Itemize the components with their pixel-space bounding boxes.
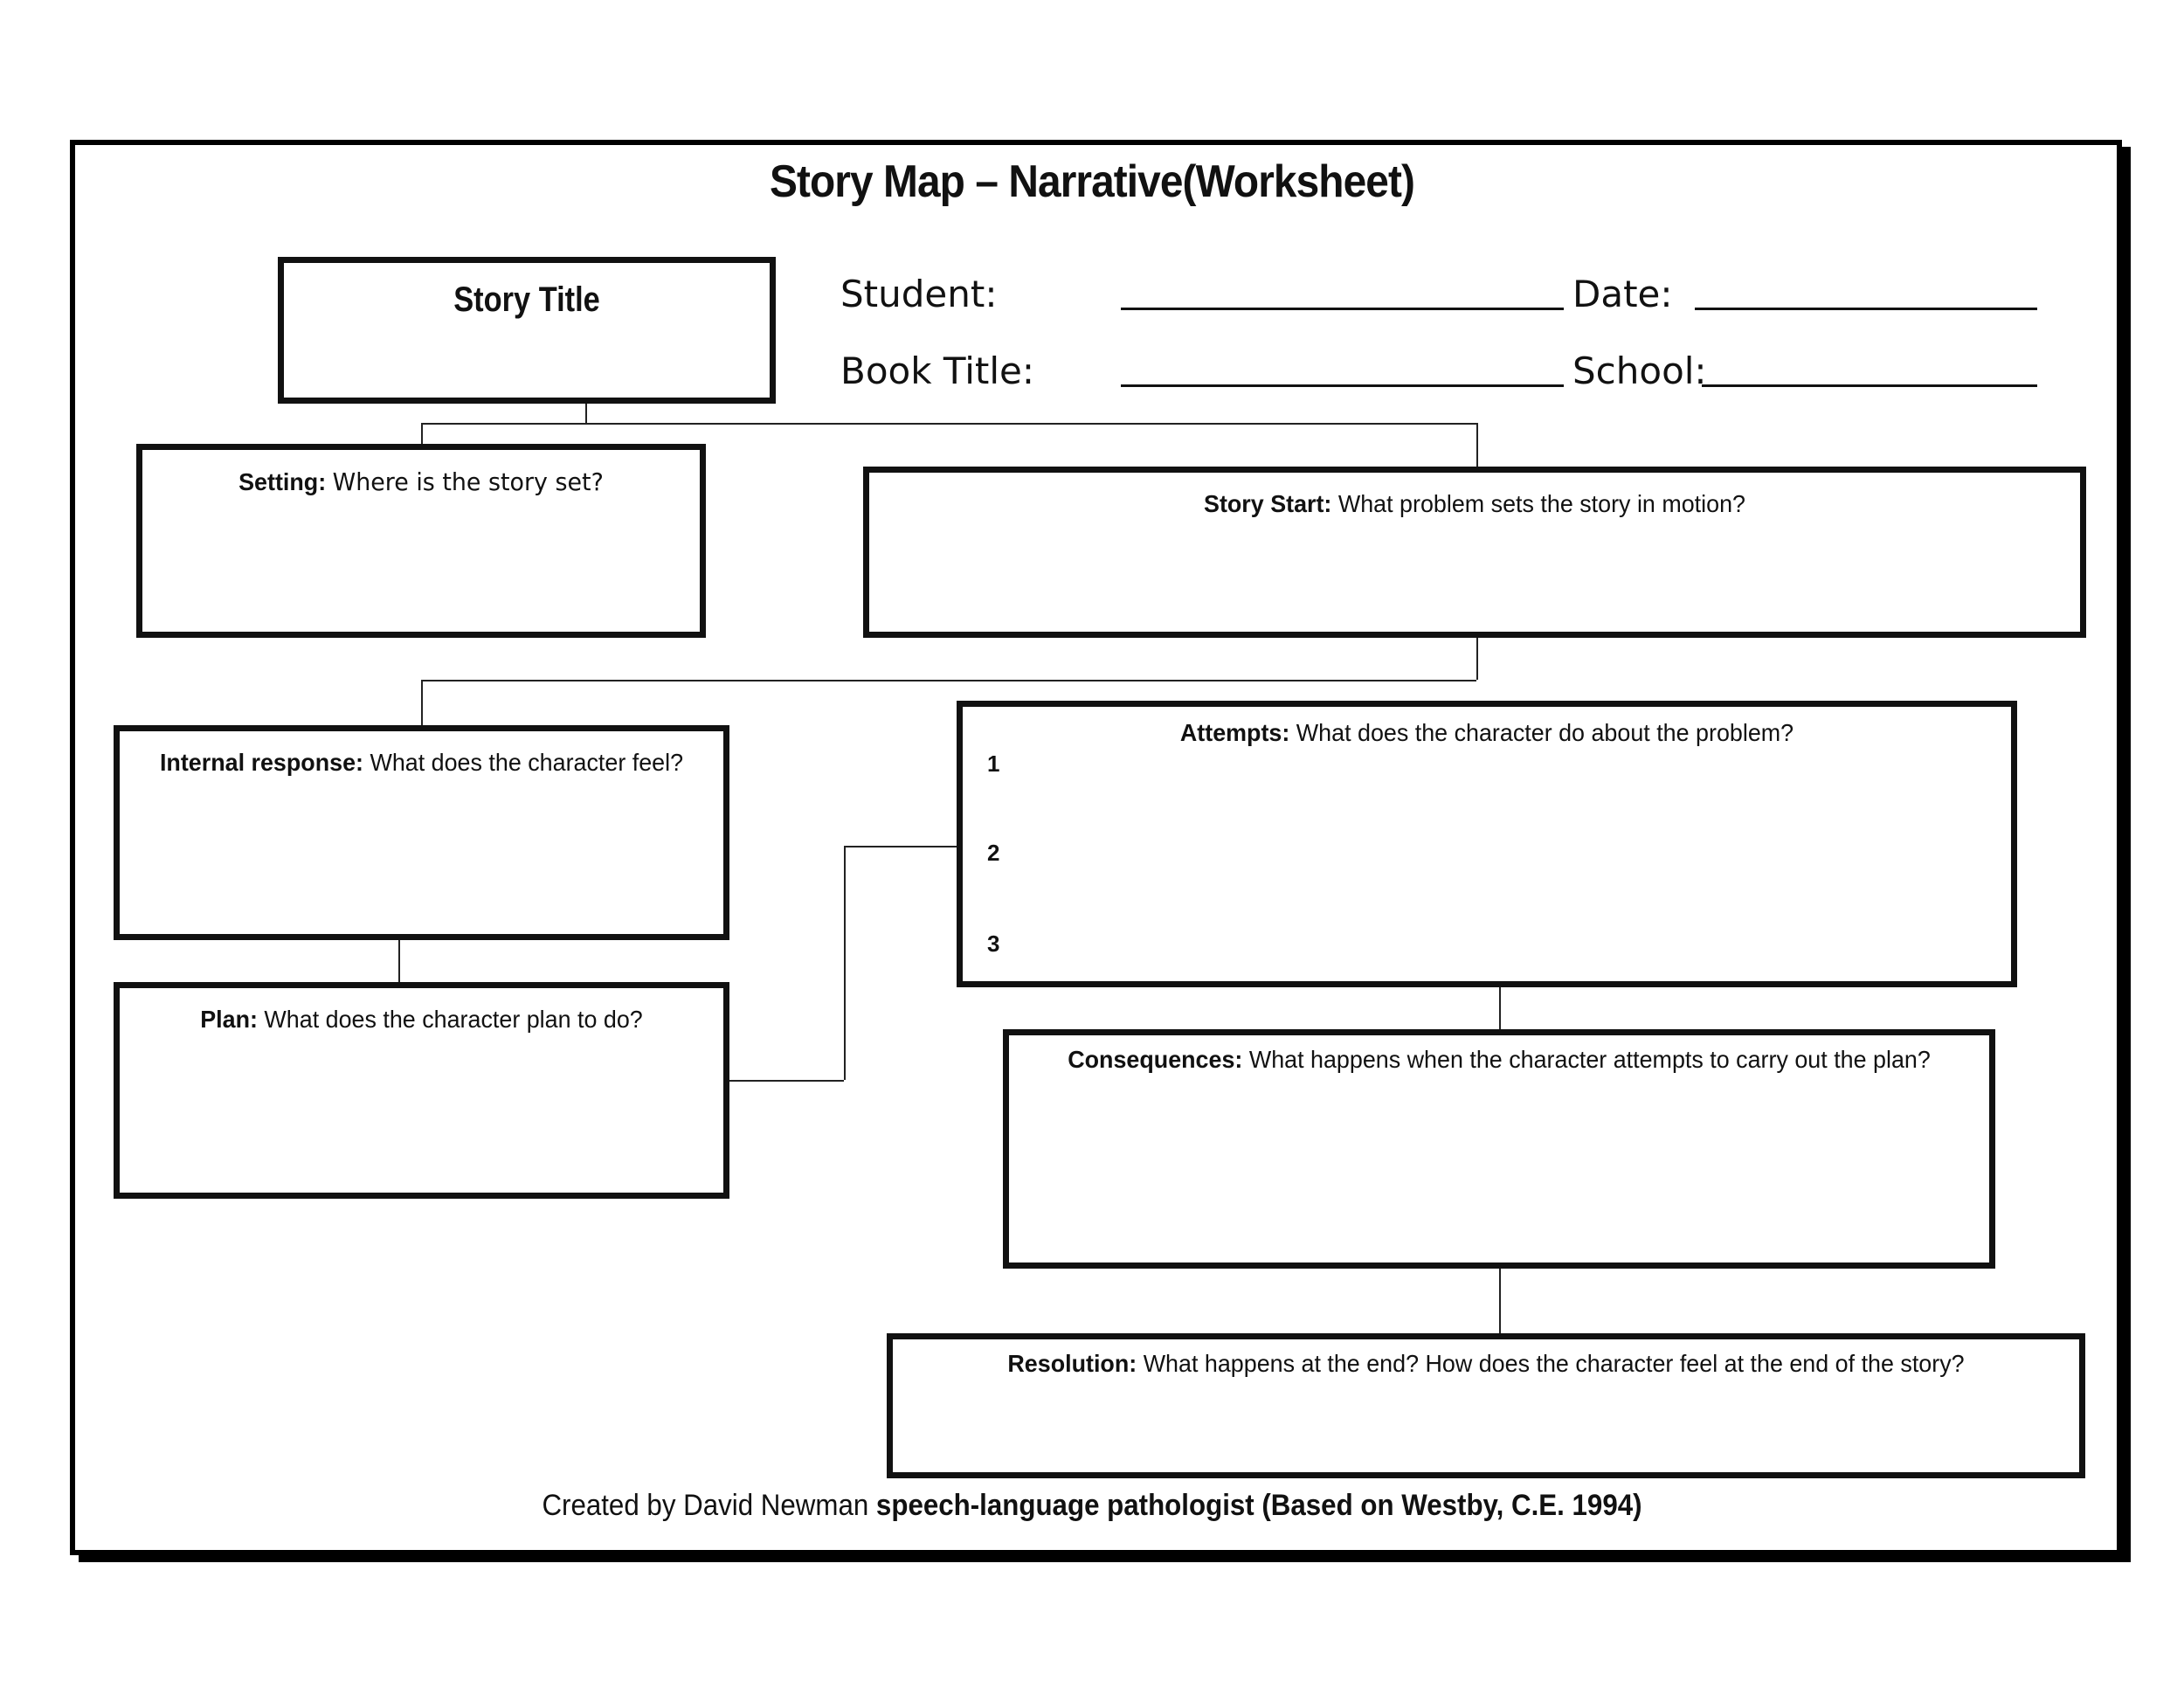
attempt-number-2: 2 <box>987 840 1000 866</box>
connector-line <box>421 423 423 444</box>
plan-heading: Plan: <box>200 1006 258 1033</box>
story-title-label: Story Title <box>453 280 600 319</box>
book-title-field[interactable] <box>1121 384 1564 387</box>
resolution-box[interactable]: Resolution: What happens at the end? How… <box>887 1333 2085 1478</box>
setting-question: Where is the story set? <box>332 467 604 496</box>
consequences-box[interactable]: Consequences: What happens when the char… <box>1003 1029 1995 1269</box>
connector-line <box>844 846 846 1080</box>
footer-author: Created by David Newman <box>542 1489 869 1522</box>
connector-line <box>585 404 587 423</box>
school-field[interactable] <box>1702 384 2037 387</box>
date-field[interactable] <box>1695 308 2037 310</box>
attempt-number-1: 1 <box>987 751 1000 777</box>
connector-line <box>421 680 423 725</box>
story-title-box[interactable]: Story Title <box>278 257 776 404</box>
story-start-question: What problem sets the story in motion? <box>1337 490 1745 517</box>
internal-response-heading: Internal response: <box>159 749 363 776</box>
story-start-heading: Story Start: <box>1204 490 1332 517</box>
consequences-question: What happens when the character attempts… <box>1248 1046 1931 1073</box>
attempts-question: What does the character do about the pro… <box>1296 719 1794 746</box>
connector-line <box>398 940 400 984</box>
connector-line <box>1499 1269 1501 1337</box>
plan-box[interactable]: Plan: What does the character plan to do… <box>114 982 729 1199</box>
school-label: School: <box>1572 349 1707 392</box>
consequences-heading: Consequences: <box>1068 1046 1243 1073</box>
setting-heading: Setting: <box>238 468 327 495</box>
student-field[interactable] <box>1121 308 1564 310</box>
connector-line <box>421 680 1476 681</box>
date-label: Date: <box>1572 273 1673 315</box>
footer-credit: Created by David Newman speech-language … <box>87 1489 2097 1523</box>
attempts-box[interactable]: Attempts: What does the character do abo… <box>957 701 2017 987</box>
book-title-label: Book Title: <box>840 349 1035 392</box>
internal-response-box[interactable]: Internal response: What does the charact… <box>114 725 729 940</box>
resolution-question: What happens at the end? How does the ch… <box>1143 1350 1965 1377</box>
attempts-prompt: Attempts: What does the character do abo… <box>984 719 1990 747</box>
connector-line <box>729 1080 844 1082</box>
attempts-heading: Attempts: <box>1179 719 1290 746</box>
resolution-prompt: Resolution: What happens at the end? How… <box>916 1350 2056 1378</box>
setting-box[interactable]: Setting: Where is the story set? <box>136 444 706 638</box>
connector-line <box>1499 987 1501 1031</box>
internal-response-prompt: Internal response: What does the charact… <box>132 749 711 777</box>
story-start-box[interactable]: Story Start: What problem sets the story… <box>863 467 2086 638</box>
connector-line <box>1476 638 1478 680</box>
resolution-heading: Resolution: <box>1007 1350 1137 1377</box>
internal-response-question: What does the character feel? <box>370 749 684 776</box>
student-label: Student: <box>840 273 998 315</box>
story-start-prompt: Story Start: What problem sets the story… <box>894 490 2056 518</box>
connector-line <box>1476 423 1478 467</box>
page-title: Story Map – Narrative(Worksheet) <box>769 156 1415 207</box>
consequences-prompt: Consequences: What happens when the char… <box>1028 1046 1969 1074</box>
setting-prompt: Setting: Where is the story set? <box>154 467 688 496</box>
connector-line <box>421 423 1476 425</box>
connector-line <box>844 846 959 847</box>
attempt-number-3: 3 <box>987 930 1000 957</box>
footer-attribution: speech-language pathologist (Based on We… <box>875 1489 1642 1522</box>
plan-question: What does the character plan to do? <box>264 1006 643 1033</box>
plan-prompt: Plan: What does the character plan to do… <box>132 1006 711 1034</box>
